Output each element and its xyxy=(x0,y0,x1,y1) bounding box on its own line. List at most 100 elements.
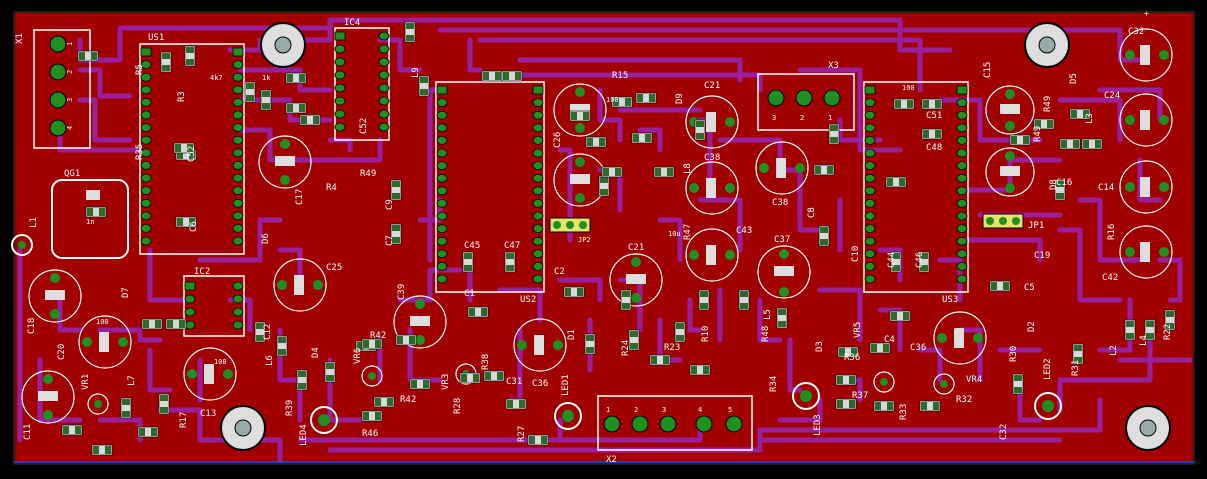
us1-left-pin-7 xyxy=(140,123,152,132)
ic2-left-pin-3 xyxy=(184,307,196,317)
label-d5: D5 xyxy=(1069,73,1079,84)
us1-left-pin-10 xyxy=(140,160,152,170)
smd-part-17 xyxy=(504,251,516,273)
us1-pins-left xyxy=(140,47,152,246)
smd-part-8 xyxy=(299,114,321,126)
connector-x3: X3 3 2 1 xyxy=(757,61,855,131)
us3-left-pin-13 xyxy=(864,236,876,246)
ic2-right-pin-4 xyxy=(232,320,244,330)
label-d8: D8 xyxy=(1049,179,1059,190)
smd-part-28 xyxy=(738,289,750,311)
smd-part-10 xyxy=(175,216,197,228)
smd-part-32 xyxy=(869,342,891,354)
smd-part-15 xyxy=(395,334,417,346)
cap-c37 xyxy=(393,295,447,349)
label-r22: R22 xyxy=(1163,324,1173,340)
us3-left-pin-15 xyxy=(864,261,876,271)
ic-ic4: IC4 xyxy=(334,18,390,141)
smd-part-55 xyxy=(835,374,857,386)
ic2-right-pin-3 xyxy=(232,307,244,317)
smd-part-83 xyxy=(601,166,623,178)
us1-right-pin-11 xyxy=(232,173,244,183)
label-led4: LED4 xyxy=(299,424,309,446)
x2-label: X2 xyxy=(606,455,617,465)
us3-left-pin-10 xyxy=(864,198,876,208)
label-c19: C19 xyxy=(1034,251,1050,261)
us3-left-pin-3 xyxy=(864,110,876,120)
x1-pin-1: 1 xyxy=(66,42,74,46)
jp1-label: JP1 xyxy=(1028,221,1044,231)
ic4-label: IC4 xyxy=(344,18,360,28)
cap-c17 xyxy=(258,135,312,189)
x1-pin-4: 4 xyxy=(66,126,74,130)
us3-right-pin-11 xyxy=(956,211,968,221)
ic-ic2: IC2 xyxy=(183,267,245,337)
x2-pin-3: 3 xyxy=(662,406,666,414)
smd-part-69 xyxy=(158,393,170,415)
us2-right-pin-5 xyxy=(532,135,544,145)
module-us3: US3 xyxy=(863,81,969,305)
smd-part-61 xyxy=(505,398,527,410)
us1-left-pin-4 xyxy=(140,85,152,95)
ic4-left-pin-1 xyxy=(334,31,346,41)
label-r35: R37 xyxy=(852,391,868,401)
smd-part-33 xyxy=(889,310,911,322)
ic4-right-pin-5 xyxy=(378,83,390,93)
ic2-right-pin-1 xyxy=(232,281,244,291)
label-r28: R30 xyxy=(1009,346,1019,362)
smd-part-24 xyxy=(635,92,657,104)
label-c26: C26 xyxy=(553,132,563,148)
label-c12: C12 xyxy=(263,324,273,340)
us2-left-pin-11 xyxy=(436,211,448,221)
smd-part-88 xyxy=(173,142,195,154)
label-r46: R48 xyxy=(761,326,771,342)
label-vr6: VR6 xyxy=(353,348,363,364)
us3-left-pin-12 xyxy=(864,224,876,234)
us2-right-pin-8 xyxy=(532,173,544,183)
x2-pin-1: 1 xyxy=(606,406,610,414)
label-c31: C32 xyxy=(999,424,1009,440)
ic4-left-pin-5 xyxy=(334,83,346,93)
label-l6: L6 xyxy=(265,355,275,366)
smd-part-29 xyxy=(698,289,710,311)
ic4-left-pin-7 xyxy=(334,109,346,119)
led-led1 xyxy=(554,402,582,430)
smd-part-73 xyxy=(137,426,159,438)
label-vr4: VR4 xyxy=(966,375,982,385)
smd-part-89 xyxy=(85,206,107,218)
us1-right-pin-5 xyxy=(232,98,244,107)
label-c35: C36 xyxy=(910,343,926,353)
label-c29: C32 xyxy=(1128,27,1144,37)
smd-part-80 xyxy=(818,225,830,247)
us3-left-pin-7 xyxy=(864,161,876,171)
label-c52: C52 xyxy=(187,146,197,162)
vr-vr6 xyxy=(361,365,383,387)
us1-left-pin-13 xyxy=(140,198,152,208)
cap-c40 xyxy=(1119,225,1173,279)
smd-part-78 xyxy=(390,179,402,201)
label-c13: C13 xyxy=(200,409,216,419)
x2-pin-4: 4 xyxy=(698,406,702,414)
label-c4: C4 xyxy=(884,335,895,345)
label-r5: R5 xyxy=(135,64,145,75)
label-c1: C1 xyxy=(464,289,475,299)
label-c7: C7 xyxy=(385,235,395,246)
smd-part-53 xyxy=(919,400,941,412)
us3-right-pin-15 xyxy=(956,261,968,271)
us2-left-pin-15 xyxy=(436,261,448,271)
x2-pin-2: 2 xyxy=(634,406,638,414)
x1-pin-2: 2 xyxy=(66,70,74,74)
us2-right-pin-14 xyxy=(532,249,544,259)
ic4-left-pin-2 xyxy=(334,44,346,54)
smd-part-3 xyxy=(184,45,196,67)
label-d4: D4 xyxy=(311,347,321,358)
us1-left-pin-12 xyxy=(140,186,152,196)
label-r34: R36 xyxy=(844,353,860,363)
smd-part-42 xyxy=(1033,118,1055,130)
smd-part-19 xyxy=(563,286,585,298)
smd-part-52 xyxy=(1012,373,1024,395)
ic4-right-pin-8 xyxy=(378,122,390,132)
us2-right-pin-15 xyxy=(532,261,544,271)
us2-label: US2 xyxy=(520,295,536,305)
